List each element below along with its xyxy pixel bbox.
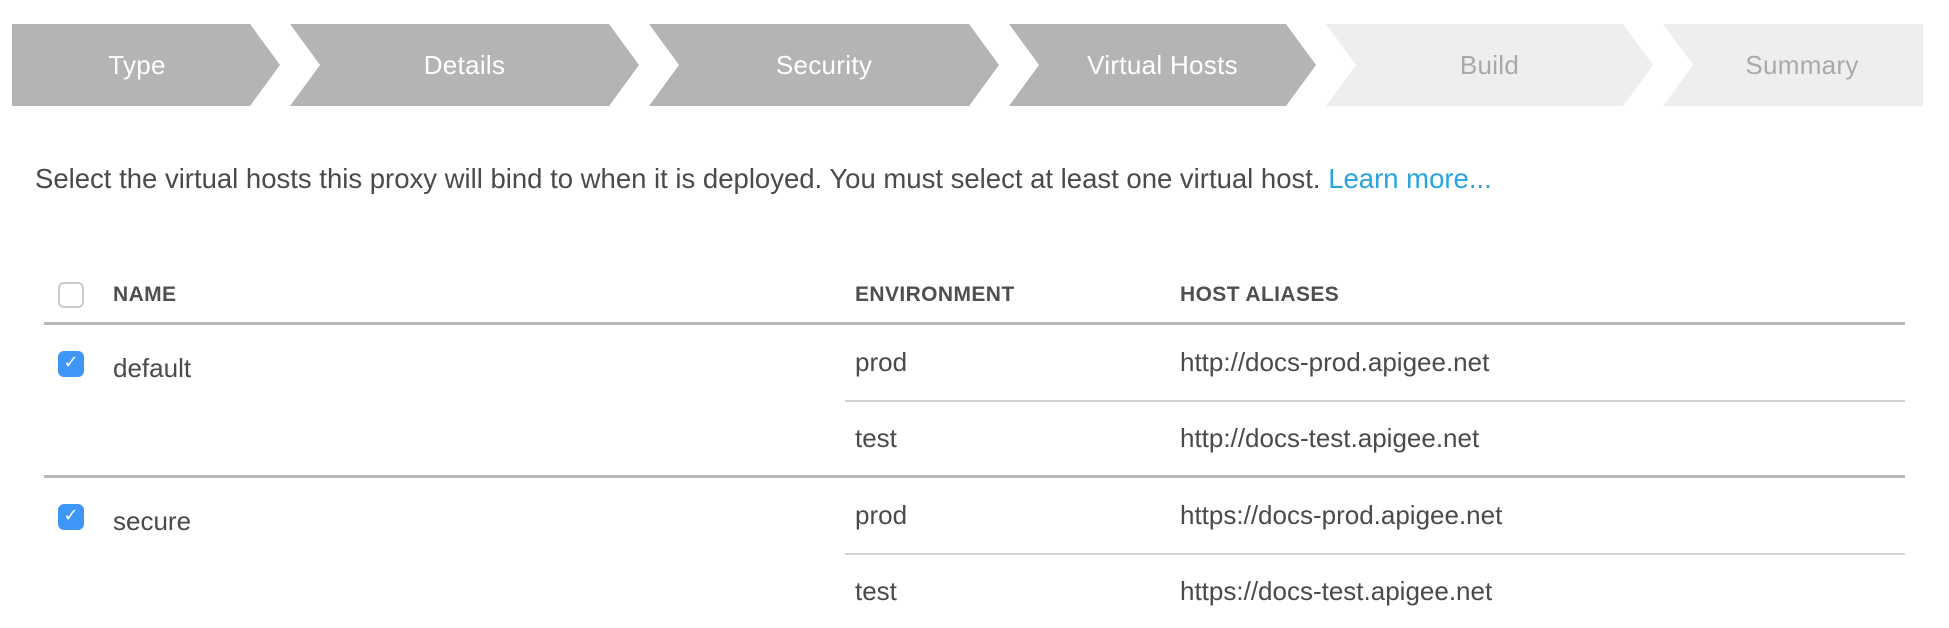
environment-cell: test — [855, 423, 897, 453]
step-label: Details — [423, 49, 506, 80]
wizard-step-details[interactable]: Details — [290, 24, 639, 106]
step-label: Type — [108, 49, 166, 80]
learn-more-link[interactable]: Learn more... — [1328, 163, 1492, 194]
environment-cell: prod — [855, 500, 908, 530]
virtual-host-name: secure — [113, 506, 192, 536]
table-row-group-default: ✓ default prod http://docs-prod.apigee.n… — [44, 325, 1905, 475]
host-alias-cell: http://docs-prod.apigee.net — [1180, 347, 1490, 377]
column-header-name: NAME — [113, 283, 177, 306]
environment-row: test http://docs-test.apigee.net — [845, 400, 1905, 475]
column-header-host-aliases: HOST ALIASES — [1180, 283, 1340, 306]
step-label: Virtual Hosts — [1087, 49, 1238, 80]
step-label: Summary — [1745, 49, 1859, 80]
virtual-hosts-table: NAME ENVIRONMENT HOST ALIASES ✓ default … — [44, 268, 1905, 628]
group-environments: prod https://docs-prod.apigee.net test h… — [845, 478, 1905, 628]
group-left-cell: ✓ default — [44, 325, 845, 475]
host-alias-cell: http://docs-test.apigee.net — [1180, 423, 1480, 453]
instructions-sentence: Select the virtual hosts this proxy will… — [35, 163, 1321, 194]
step-label: Security — [775, 49, 873, 80]
column-header-environment: ENVIRONMENT — [855, 283, 1015, 306]
host-alias-cell: https://docs-test.apigee.net — [1180, 576, 1493, 606]
row-checkbox-secure[interactable]: ✓ — [58, 504, 84, 530]
wizard-step-build: Build — [1326, 24, 1653, 106]
row-checkbox-cell: ✓ — [44, 504, 113, 530]
row-checkbox-default[interactable]: ✓ — [58, 351, 84, 377]
environment-cell: test — [855, 576, 897, 606]
check-icon: ✓ — [63, 352, 79, 373]
environment-cell: prod — [855, 347, 908, 377]
table-header-row: NAME ENVIRONMENT HOST ALIASES — [44, 268, 1905, 325]
environment-row: prod http://docs-prod.apigee.net — [845, 325, 1905, 400]
row-checkbox-cell: ✓ — [44, 351, 113, 377]
group-environments: prod http://docs-prod.apigee.net test ht… — [845, 325, 1905, 475]
table-row-group-secure: ✓ secure prod https://docs-prod.apigee.n… — [44, 475, 1905, 628]
step-label: Build — [1459, 49, 1520, 80]
wizard-step-type[interactable]: Type — [12, 24, 280, 106]
select-all-checkbox[interactable] — [58, 282, 84, 308]
wizard-step-security[interactable]: Security — [649, 24, 999, 106]
select-all-cell — [44, 282, 113, 308]
environment-row: test https://docs-test.apigee.net — [845, 553, 1905, 628]
check-icon: ✓ — [63, 505, 79, 526]
wizard-step-summary: Summary — [1663, 24, 1923, 106]
environment-row: prod https://docs-prod.apigee.net — [845, 478, 1905, 553]
wizard-step-virtual-hosts[interactable]: Virtual Hosts — [1009, 24, 1316, 106]
host-alias-cell: https://docs-prod.apigee.net — [1180, 500, 1503, 530]
instructions-text: Select the virtual hosts this proxy will… — [35, 159, 1492, 199]
group-left-cell: ✓ secure — [44, 478, 845, 628]
virtual-host-name: default — [113, 353, 192, 383]
wizard-steps-bar: Type Details Security Virtual Hosts Buil… — [12, 24, 1923, 106]
